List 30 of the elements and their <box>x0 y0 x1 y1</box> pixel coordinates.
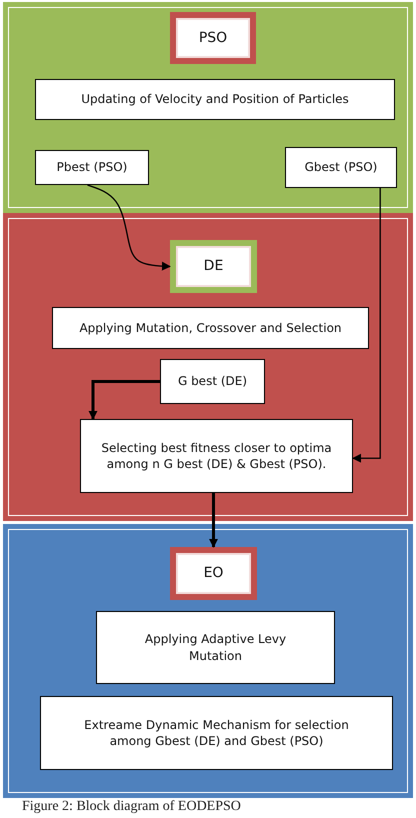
box-label: EO <box>202 564 224 583</box>
title-box <box>170 547 257 600</box>
box-label: Gbest (PSO) <box>304 159 378 176</box>
section-panel <box>3 2 413 213</box>
arrow <box>88 380 160 420</box>
title-box <box>170 240 257 293</box>
box-label: G best (DE) <box>176 373 248 390</box>
box-label: Pbest (PSO) <box>56 159 128 176</box>
process-box <box>35 150 149 185</box>
process-box <box>96 611 335 684</box>
process-box <box>285 147 397 188</box>
arrow <box>352 188 381 463</box>
section-panel <box>3 213 413 521</box>
box-label: Extreame Dynamic Mechanism for selection among Gbest (DE) and Gbest (PSO) <box>83 716 350 750</box>
process-box <box>80 419 353 493</box>
arrow <box>209 493 218 548</box>
box-label: Applying Adaptive Levy Mutation <box>144 631 288 664</box>
box-label: Applying Mutation, Crossover and Selection <box>78 320 343 336</box>
title-box <box>170 12 256 64</box>
box-label: Selecting best fitness closer to optima among n G best (DE) & Gbest (PSO). <box>100 440 333 472</box>
figure-caption: Figure 2: Block diagram of EODEPSO <box>22 799 241 815</box>
process-box <box>52 307 369 349</box>
box-label: Updating of Velocity and Position of Particles <box>80 91 350 108</box>
process-box <box>40 696 393 770</box>
arrow <box>87 184 171 271</box>
process-box <box>35 79 395 120</box>
box-label: DE <box>202 257 224 276</box>
section-panel <box>3 524 413 798</box>
process-box <box>160 359 265 404</box>
box-label: PSO <box>198 28 228 48</box>
